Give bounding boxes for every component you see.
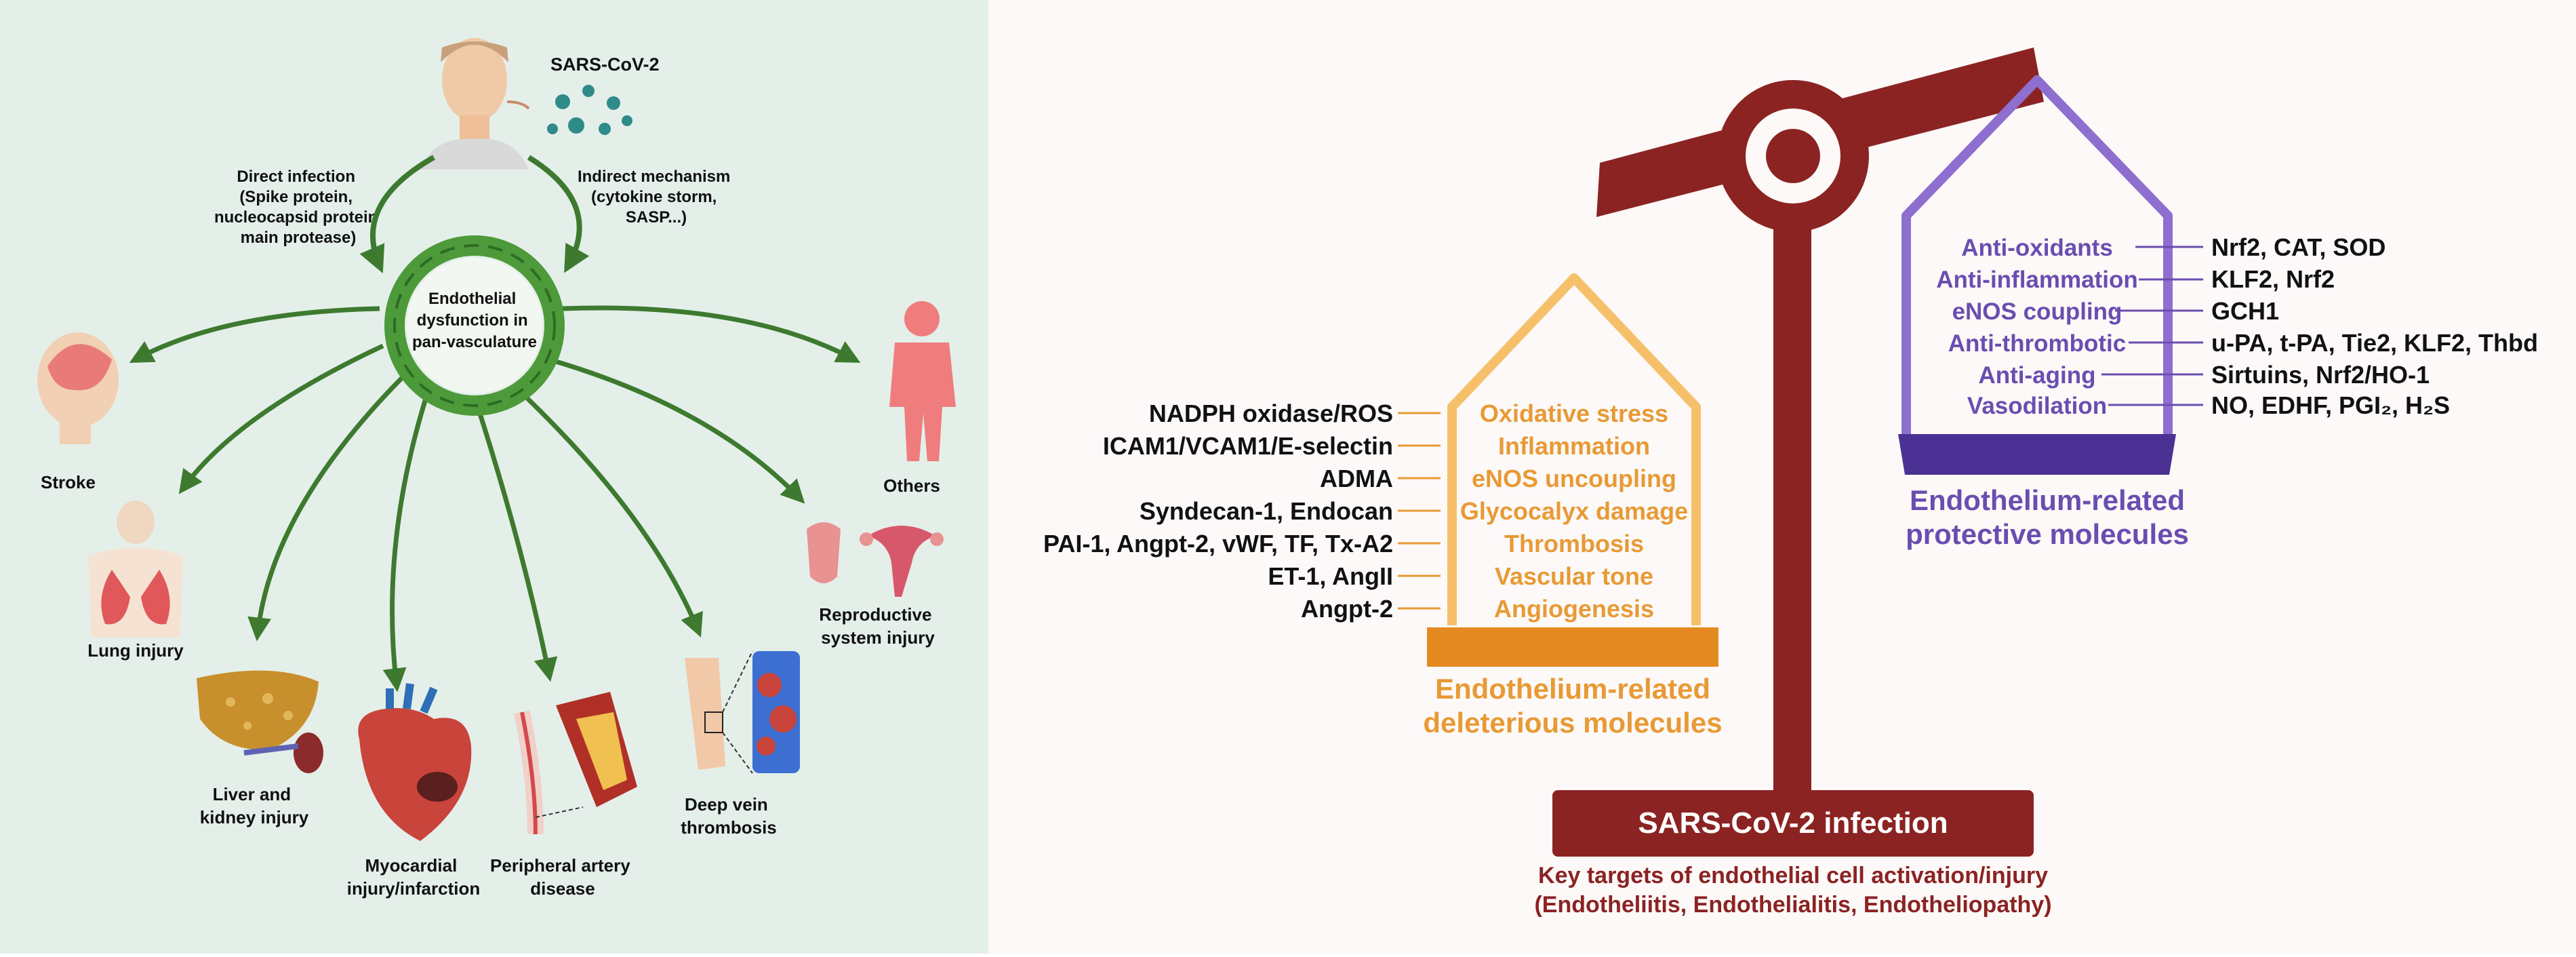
reproductive-organs-icon [807,522,944,597]
mechanism-arrows [359,155,590,274]
protective-pan [1898,75,2176,475]
protective-effect: eNOS coupling [1952,298,2122,325]
deleterious-effect: Inflammation [1498,432,1650,460]
left-panel: SARS-CoV-2 Direct infection (Spike prote… [0,0,988,954]
human-head-icon [420,38,530,170]
human-body-icon [889,301,956,461]
deleterious-effect: eNOS uncoupling [1472,465,1676,492]
protective-molecule: Sirtuins, Nrf2/HO-1 [2211,361,2430,389]
protective-molecule: Nrf2, CAT, SOD [2211,233,2386,261]
deleterious-molecule: NADPH oxidase/ROS [1149,399,1393,427]
scale-base [1552,790,2034,857]
protective-effect: Anti-aging [1978,362,2095,389]
indirect-mechanism-label: Indirect mechanism (cytokine storm, SASP… [578,168,735,227]
deleterious-molecule: Angpt-2 [1301,595,1393,623]
deleterious-molecule: Syndecan-1, Endocan [1140,497,1393,525]
leg-vein-icon [685,650,800,774]
heart-icon [358,683,472,841]
caption-line-2: (Endotheliitis, Endothelialitis, Endothe… [1534,892,2051,918]
deleterious-effect: Thrombosis [1504,530,1644,558]
right-panel: SARS-CoV-2 infection Key targets of endo… [988,0,2576,954]
others-label: Others [883,475,940,496]
deleterious-molecules: NADPH oxidase/ROS ICAM1/VCAM1/E-selectin… [1043,399,1393,623]
deleterious-effect: Angiogenesis [1494,595,1654,623]
protective-molecule: NO, EDHF, PGI₂, H₂S [2211,391,2450,419]
virus-label: SARS-CoV-2 [550,54,660,75]
deleterious-effect: Glycocalyx damage [1460,497,1688,525]
protective-title-line-2: protective molecules [1906,518,2189,550]
protective-effect: Anti-inflammation [1936,267,2137,293]
protective-effect: Anti-oxidants [1961,235,2113,261]
deleterious-effect: Oxidative stress [1480,399,1668,427]
deleterious-pan-base [1427,627,1718,667]
deleterious-molecule: ICAM1/VCAM1/E-selectin [1103,432,1393,460]
protective-molecule: KLF2, Nrf2 [2211,265,2335,293]
protective-effects: Anti-oxidants Anti-inflammation eNOS cou… [1936,235,2137,419]
scale-pivot-icon [1717,80,1869,232]
deleterious-molecule: ET-1, AngII [1268,562,1393,590]
virus-particles-icon [547,85,632,135]
deleterious-title-line-1: Endothelium-related [1435,673,1710,705]
stroke-label: Stroke [41,472,96,492]
deleterious-title-line-2: deleterious molecules [1423,707,1722,739]
lungs-body-icon [88,501,183,638]
protective-molecule: u-PA, t-PA, Tie2, KLF2, Thbd [2211,329,2538,357]
direct-infection-label: Direct infection (Spike protein, nucleoc… [214,168,382,247]
protective-pan-base [1898,434,2176,475]
deleterious-connectors [1398,412,1441,610]
protective-title-line-1: Endothelium-related [1910,484,2185,516]
liver-kidney-label: Liver and kidney injury [200,784,309,827]
reproductive-label: Reproductive system injury [819,604,936,648]
brain-head-icon [37,332,119,444]
protective-effect: Vasodilation [1967,393,2107,419]
dvt-label: Deep vein thrombosis [681,794,777,838]
lung-injury-label: Lung injury [87,640,184,661]
myocardial-label: Myocardial injury/infarction [347,855,480,899]
protective-molecule: GCH1 [2211,297,2279,325]
scale-post [1773,224,1811,814]
caption-line-1: Key targets of endothelial cell activati… [1538,863,2048,888]
protective-connectors [2101,246,2203,406]
protective-effect: Anti-thrombotic [1948,330,2126,357]
deleterious-pan [1427,273,1718,667]
deleterious-effects: Oxidative stress Inflammation eNOS uncou… [1460,399,1688,623]
outcome-arrows [129,305,861,692]
artery-icon [514,692,637,835]
center-label: Endothelial dysfunction in pan-vasculatu… [412,290,537,351]
endothelial-ring-icon [384,235,565,416]
peripheral-artery-label: Peripheral artery disease [490,855,635,899]
deleterious-molecule: ADMA [1320,465,1393,492]
deleterious-effect: Vascular tone [1495,562,1653,590]
protective-molecules: Nrf2, CAT, SOD KLF2, Nrf2 GCH1 u-PA, t-P… [2211,233,2538,419]
deleterious-molecule: PAI-1, Angpt-2, vWF, TF, Tx-A2 [1043,530,1393,558]
liver-kidney-icon [197,670,323,773]
base-label: SARS-CoV-2 infection [1638,806,1948,840]
